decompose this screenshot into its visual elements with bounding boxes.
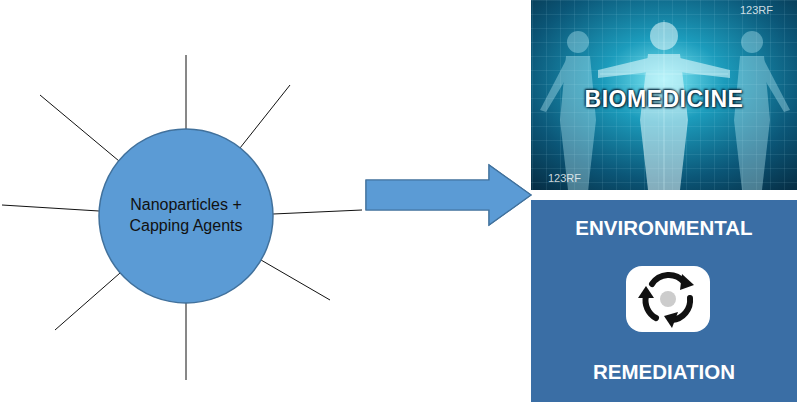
panel-title: REMEDIATION [531, 360, 797, 384]
remediation-node: ENVIRONMENTAL REMEDIATION [531, 200, 797, 402]
panel-title: ENVIRONMENTAL [531, 216, 797, 240]
nanoparticle-node: Nanoparticles + Capping Agents [0, 50, 366, 384]
recycle-icon [626, 266, 710, 332]
block-arrow [366, 165, 531, 225]
watermark: 123RF [548, 172, 581, 184]
biomedicine-picture [531, 0, 797, 190]
spoke-lines [2, 55, 362, 380]
panel-title: BIOMEDICINE [531, 86, 797, 113]
biomedicine-panel: BIOMEDICINE [531, 0, 797, 190]
node-text: Nanoparticles + Capping Agents [127, 195, 245, 237]
watermark: 123RF [740, 4, 773, 16]
block-arrow [366, 165, 531, 225]
nanoparticle-circle [99, 129, 273, 303]
remediation-panel [531, 200, 797, 402]
